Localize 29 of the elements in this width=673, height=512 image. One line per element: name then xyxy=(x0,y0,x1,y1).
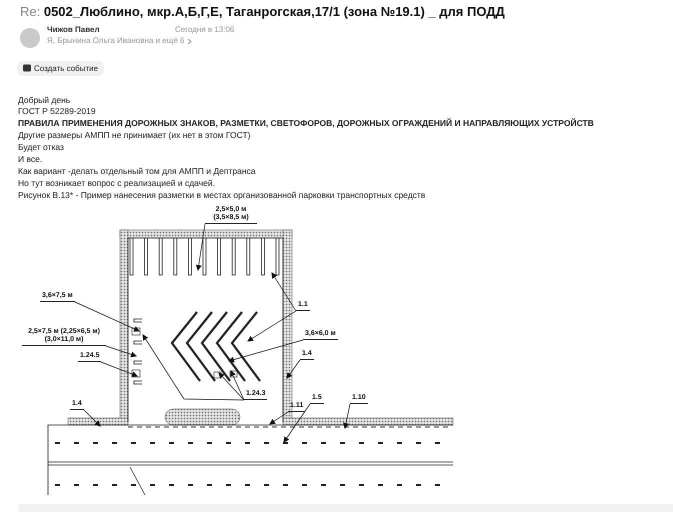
recipients-text: Я, Брынина Ольга Ивановна и ещё 6 xyxy=(47,36,184,45)
leader-line xyxy=(84,410,101,427)
body-text: Как вариант -делать отдельный том для АМПП и Дептранса xyxy=(18,166,256,176)
body-text: ГОСТ Р 52289-2019 xyxy=(18,106,96,116)
leader-line xyxy=(228,340,304,363)
leader-line xyxy=(100,362,138,377)
leader-line xyxy=(74,302,140,332)
create-event-button: Создать событие xyxy=(17,61,104,76)
leader-line xyxy=(218,372,244,400)
body-text: И все. xyxy=(18,154,42,164)
timestamp: Сегодня в 13:06 xyxy=(175,25,234,34)
body-text: Добрый день xyxy=(18,95,70,105)
leader-line xyxy=(271,272,296,312)
leader-line xyxy=(343,404,350,429)
leader-line xyxy=(286,360,300,379)
body-text: Будет отказ xyxy=(18,142,64,152)
sender-name: Чижов Павел xyxy=(47,25,100,34)
leader-line xyxy=(247,310,296,342)
figure-caption: Рисунок В.13* - Пример нанесения разметки в местах организованной парковки транспортных средств xyxy=(18,190,426,200)
leader-line xyxy=(196,224,206,271)
leader-line xyxy=(106,346,137,358)
body-text: ПРАВИЛА ПРИМЕНЕНИЯ ДОРОЖНЫХ ЗНАКОВ, РАЗМЕТКИ, СВЕТОФОРОВ, ДОРОЖНЫХ ОГРАЖДЕНИЙ И НАПРАВЛЯЮЩИХ УСТРОЙСТВ xyxy=(18,118,594,128)
leader-line xyxy=(142,334,244,400)
leader-line xyxy=(283,404,310,443)
leader-line xyxy=(269,412,288,425)
leader-line xyxy=(230,370,244,400)
body-text: Другие размеры АМПП не принимает (их нет в этом ГОСТ) xyxy=(18,130,250,140)
email-subject: Re: 0502_Люблино, мкр.А,Б,Г,Е, Таганрогская,17/1 (зона №19.1) _ для ПОДД xyxy=(20,4,505,19)
body-text: Но тут возникает вопрос с реализацией и сдачей. xyxy=(18,178,215,188)
